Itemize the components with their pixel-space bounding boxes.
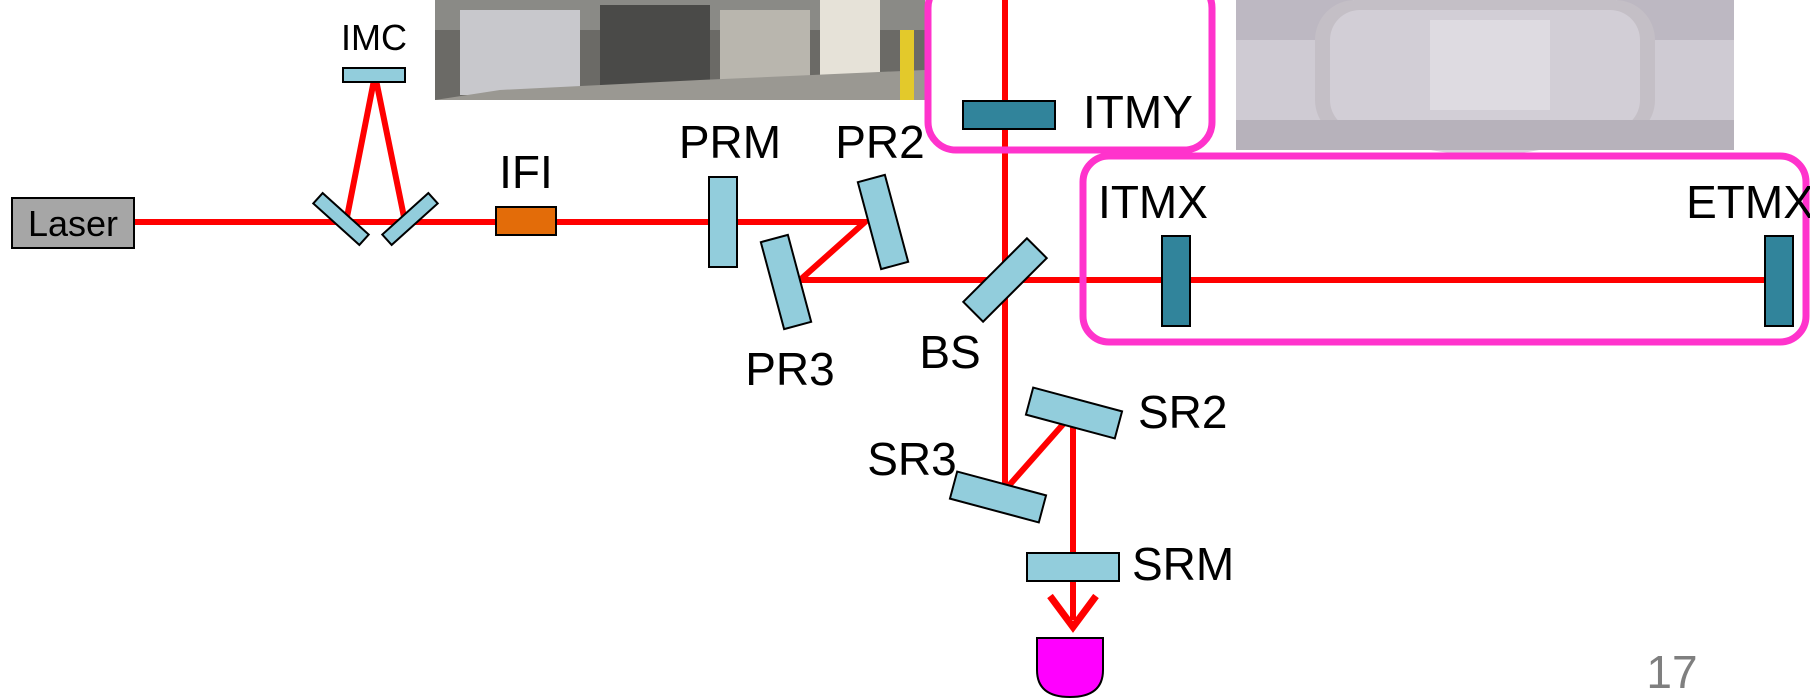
bs-label: BS [919,326,980,378]
etmx-mirror [1765,236,1793,326]
imc-top-mirror [343,68,405,82]
vacuum-chamber-photo [435,0,925,100]
itmx-label: ITMX [1098,176,1208,228]
itmx-mirror [1162,236,1190,326]
srm-label: SRM [1132,538,1234,590]
sr3-mirror [950,472,1046,523]
laser-label: Laser [28,203,118,244]
optic-closeup-photo [1236,0,1734,155]
etmx-label: ETMX [1686,176,1810,228]
photodetector-icon [1037,638,1103,697]
sr2-label: SR2 [1138,386,1227,438]
ifi-label: IFI [499,146,553,198]
pr3-label: PR3 [745,343,834,395]
imc-label: IMC [341,17,407,58]
itmy-label: ITMY [1083,86,1193,138]
ifi-isolator [496,207,556,235]
sr3-label: SR3 [867,433,956,485]
page-number: 17 [1646,646,1697,698]
srm-mirror [1027,553,1119,581]
pr2-label: PR2 [835,116,924,168]
itmy-mirror [963,101,1055,129]
prm-label: PRM [679,116,781,168]
prm-mirror [709,177,737,267]
